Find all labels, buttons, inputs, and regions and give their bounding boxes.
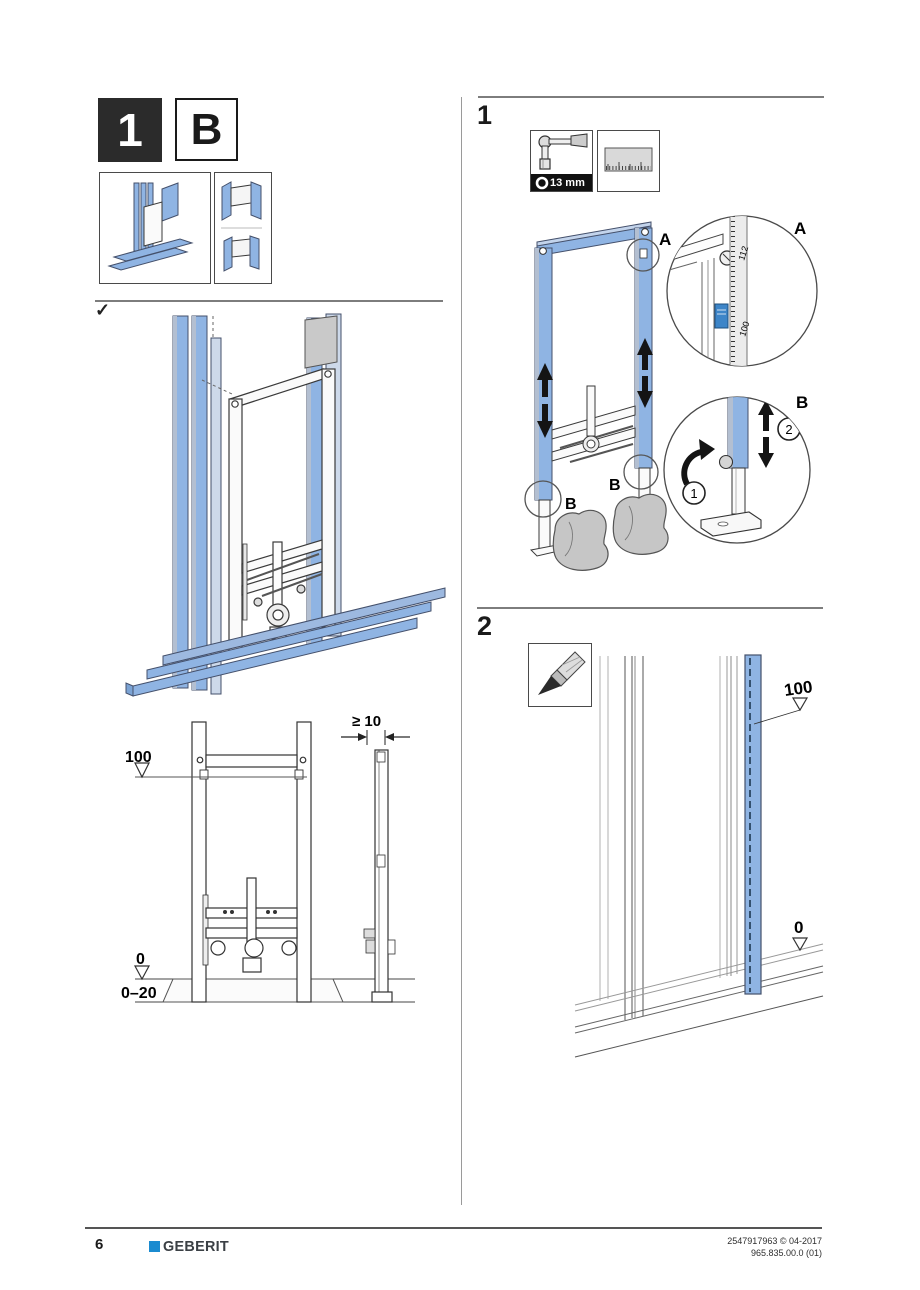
brand-logo-square	[149, 1241, 160, 1252]
step2-level-100-label: 100	[783, 677, 814, 700]
level-100-marker	[791, 697, 809, 712]
detail-a-label: A	[794, 219, 806, 238]
brand-logo: GEBERIT	[149, 1238, 232, 1255]
parts-preview-bracket-box	[214, 172, 272, 284]
column-divider	[461, 97, 462, 1205]
socket-size-strip: 13 mm	[531, 174, 592, 191]
callout-b-left-circle	[524, 480, 562, 518]
detail-b-label: B	[796, 393, 808, 412]
step2-illustration: 100 0	[574, 654, 824, 1058]
floor-rails	[125, 587, 446, 697]
level-0-label: 0	[136, 951, 145, 968]
pencil-icon	[538, 651, 586, 695]
tool-pencil-box	[528, 643, 592, 707]
step-number-label: 1	[117, 104, 143, 156]
level-0-marker	[791, 937, 809, 952]
side-view-rail: ≥ 10	[341, 713, 410, 1003]
level-100-leader	[753, 709, 801, 725]
socket-size-label: 13 mm	[550, 176, 585, 189]
wall-lines	[599, 656, 738, 1020]
action-2-label: 2	[785, 422, 792, 437]
footer-rule	[85, 1227, 822, 1229]
base-plate	[162, 978, 344, 1003]
folding-rule	[729, 216, 748, 366]
step-number-badge: 1	[98, 98, 162, 162]
detail-b-arrows	[758, 400, 774, 468]
step2-number: 2	[477, 611, 493, 641]
min-gap-label: ≥ 10	[352, 713, 381, 730]
screed-range-label: 0–20	[121, 985, 157, 1002]
protection-panel	[304, 315, 338, 369]
callout-a-label: A	[659, 230, 671, 249]
floor-lines	[574, 943, 824, 1058]
callout-b-right-circle	[623, 454, 659, 490]
bracket-parts-icon	[221, 181, 262, 272]
parts-preview-frame-box	[99, 172, 211, 284]
variant-badge: B	[175, 98, 238, 161]
left-column-divider	[95, 300, 443, 302]
step1-illustration: A B B 112 100 A	[524, 215, 818, 571]
variant-label: B	[190, 104, 223, 154]
tool-ruler-box	[597, 130, 660, 192]
step1-number: 1	[477, 100, 493, 130]
feet-shoes	[552, 493, 669, 571]
detail-b: 1 2 B	[663, 393, 811, 544]
callout-b-left-label: B	[565, 496, 577, 513]
socket-wrench-icon	[538, 133, 588, 170]
brand-logo-word: GEBERIT	[163, 1238, 230, 1255]
callout-a-circle	[626, 238, 660, 272]
dimension-drawing: 100 0 0–20 ≥ 10	[121, 713, 415, 1003]
step2-level-0-label: 0	[794, 918, 803, 937]
ruler-icon	[604, 147, 653, 172]
level-100-marker	[134, 762, 150, 779]
front-view-frame	[191, 721, 312, 1003]
document-info: 2547917963 © 04-2017 965.835.00.0 (01)	[582, 1236, 822, 1259]
tool-socket-wrench-box: 13 mm	[530, 130, 593, 192]
step2-rule	[477, 607, 823, 609]
detail-a: 112 100 A	[666, 215, 818, 367]
ring-spanner-icon	[535, 176, 549, 189]
level-100-group: 100	[783, 677, 814, 700]
frame-parts-icon	[107, 182, 194, 271]
overview-illustration	[125, 313, 446, 697]
callout-b-right-label: B	[609, 477, 621, 494]
step1-rule	[478, 96, 824, 98]
level-0-marker	[133, 965, 151, 981]
marking-rail	[744, 654, 762, 995]
document-number: 2547917963 © 04-2017	[727, 1236, 822, 1246]
marker-plate	[639, 248, 648, 259]
action-1-label: 1	[690, 486, 697, 501]
checkmark-icon: ✓	[95, 300, 111, 320]
ruler-mark-112: 112	[736, 245, 750, 262]
ruler-mark-100: 100	[737, 320, 751, 337]
document-version: 965.835.00.0 (01)	[750, 1247, 822, 1258]
page-number: 6	[95, 1236, 104, 1253]
level-100-label: 100	[125, 749, 152, 766]
rotate-arrow	[681, 449, 702, 486]
height-adjust-arrows	[537, 338, 653, 438]
